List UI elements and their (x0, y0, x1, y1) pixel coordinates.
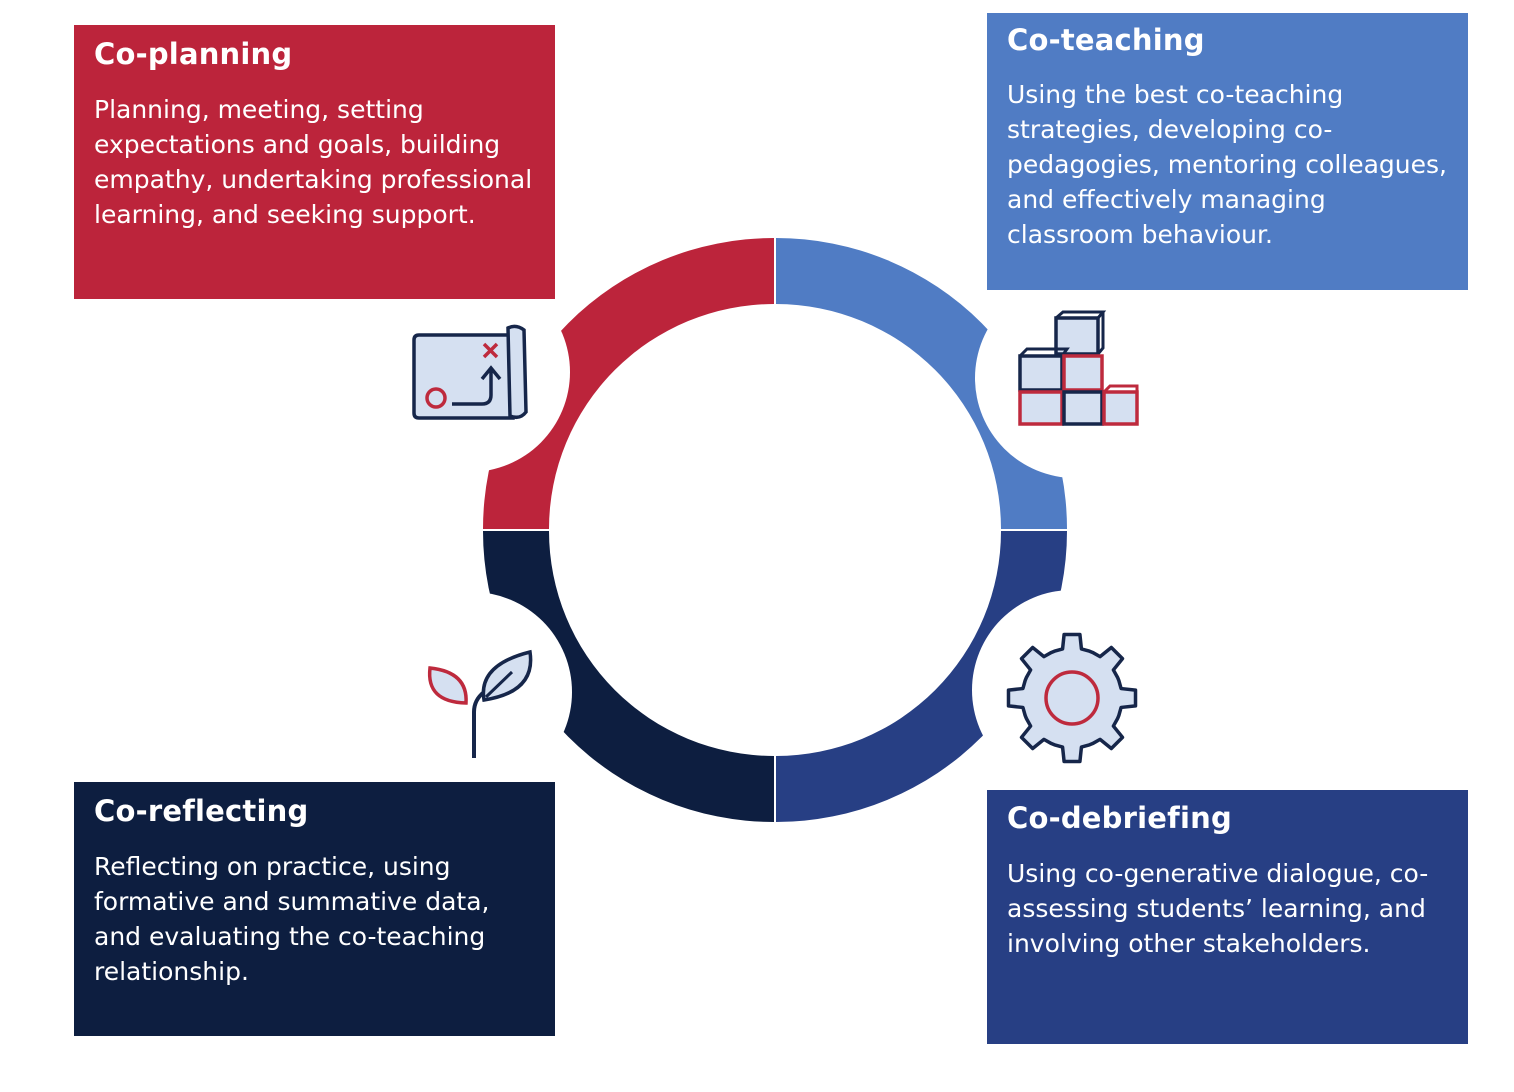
stacked-blocks-icon (1018, 310, 1139, 426)
treasure-map-icon (412, 324, 528, 420)
stage-box-co-planning: Co-planning Planning, meeting, setting e… (74, 25, 555, 299)
stage-title-co-planning: Co-planning (94, 37, 293, 71)
stage-description-co-debriefing: Using co-generative dialogue, co-assessi… (1007, 858, 1429, 958)
stage-title-co-reflecting: Co-reflecting (94, 794, 309, 828)
ring-segment-debriefing (776, 531, 1067, 822)
stage-title-co-debriefing: Co-debriefing (1007, 801, 1232, 835)
stage-title-co-teaching: Co-teaching (1007, 23, 1205, 57)
stage-box-co-reflecting: Co-reflecting Reflecting on practice, us… (74, 782, 555, 1036)
ring-segment-teaching (776, 238, 1067, 529)
stage-description-co-planning: Planning, meeting, setting expectations … (94, 94, 533, 229)
ring-segment-planning (483, 238, 774, 529)
stage-description-co-teaching: Using the best co-teaching strategies, d… (1007, 79, 1447, 249)
stage-box-co-teaching: Co-teaching Using the best co-teaching s… (987, 13, 1468, 290)
ring-segment-reflecting (483, 531, 774, 822)
stage-description-co-reflecting: Reflecting on practice, using formative … (94, 851, 490, 986)
gear-icon (1006, 632, 1138, 764)
stage-box-co-debriefing: Co-debriefing Using co-generative dialog… (987, 790, 1468, 1044)
sprout-icon (427, 649, 533, 758)
